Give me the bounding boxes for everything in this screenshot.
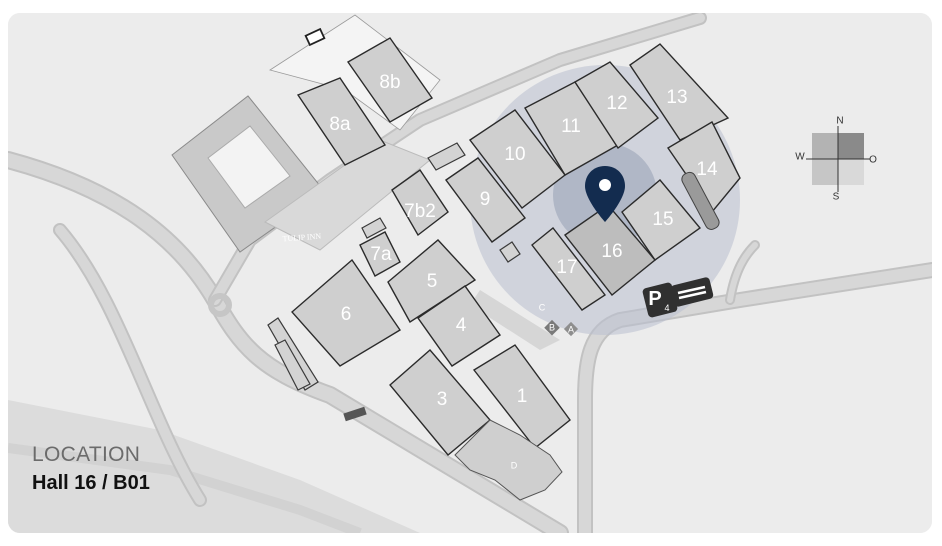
- svg-text:17: 17: [556, 257, 577, 278]
- svg-text:10: 10: [504, 144, 525, 165]
- hall-1[interactable]: 1: [472, 344, 571, 449]
- hall-13[interactable]: 13: [629, 43, 730, 141]
- annex-buildings: [267, 142, 720, 422]
- hall-8a[interactable]: 8a: [296, 77, 387, 166]
- hall-14[interactable]: 14: [666, 121, 741, 214]
- location-pin-icon[interactable]: [585, 166, 625, 222]
- hall-5[interactable]: 5: [387, 239, 477, 323]
- hall-16[interactable]: 16: [563, 204, 656, 296]
- kiosk: [304, 27, 326, 47]
- compass-south: S: [833, 192, 840, 203]
- compass-north: N: [836, 116, 843, 127]
- location-title: LOCATION: [32, 443, 141, 466]
- svg-text:4: 4: [456, 315, 467, 336]
- highway-lane: [8, 443, 362, 533]
- hall-7b[interactable]: 7b2: [391, 169, 449, 237]
- svg-text:7a: 7a: [370, 244, 392, 265]
- hall-6[interactable]: 6: [291, 258, 401, 367]
- entrance-b-label: B: [549, 322, 555, 332]
- highway-band: [8, 400, 420, 533]
- hall-9[interactable]: 9: [445, 157, 526, 243]
- compass-east: O: [869, 155, 877, 166]
- svg-text:8a: 8a: [329, 114, 351, 135]
- svg-text:11: 11: [561, 116, 581, 137]
- svg-text:12: 12: [606, 93, 627, 114]
- hotel-name: TULIP INN: [282, 232, 321, 244]
- hall-7a[interactable]: 7a: [359, 231, 401, 277]
- entrance-markers: B A C: [539, 302, 579, 337]
- entrance-a-label: A: [568, 324, 574, 334]
- hall-12[interactable]: 12: [574, 61, 660, 150]
- compass-west: W: [795, 152, 805, 163]
- compass-icon: N S W O: [795, 116, 877, 203]
- svg-text:15: 15: [652, 209, 673, 230]
- entrance-d-building: D: [454, 419, 563, 501]
- hall-4[interactable]: 4: [417, 285, 501, 367]
- parking-label: P: [648, 288, 661, 310]
- entrance-walkway: [470, 290, 560, 350]
- map-card: TULIP INN 8b 8a 7b2 7a 6 5: [8, 13, 932, 533]
- svg-text:14: 14: [696, 159, 718, 180]
- svg-text:7b2: 7b2: [404, 201, 436, 222]
- venue-map[interactable]: TULIP INN 8b 8a 7b2 7a 6 5: [8, 13, 932, 533]
- hall-8b[interactable]: 8b: [346, 37, 434, 123]
- location-value: Hall 16 / B01: [32, 472, 150, 494]
- svg-text:3: 3: [437, 389, 448, 410]
- svg-text:5: 5: [427, 271, 438, 292]
- svg-text:16: 16: [601, 241, 622, 262]
- parking-number: 4: [664, 303, 669, 313]
- svg-text:6: 6: [341, 304, 352, 325]
- svg-text:9: 9: [480, 189, 491, 210]
- hall-15[interactable]: 15: [621, 179, 702, 261]
- entrance-c-label: C: [539, 302, 546, 312]
- svg-text:13: 13: [666, 87, 687, 108]
- hall-17[interactable]: 17: [531, 227, 607, 311]
- svg-text:8b: 8b: [379, 72, 400, 93]
- parking-p4[interactable]: P 4: [642, 276, 714, 318]
- svg-text:1: 1: [517, 386, 528, 407]
- entrance-d-label: D: [511, 460, 518, 470]
